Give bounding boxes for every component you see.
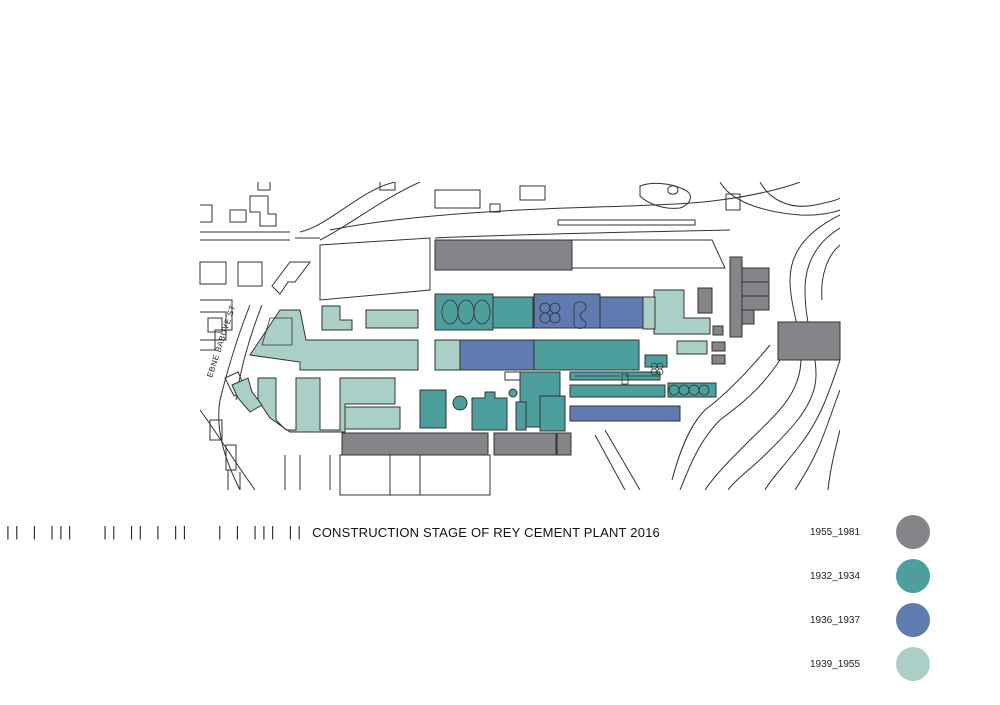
legend-label: 1939_1955 (810, 658, 861, 670)
legend-swatch-blue (896, 603, 930, 637)
legend-item-1939-1955: 1939_1955 (810, 646, 930, 682)
legend-label: 1936_1937 (810, 614, 861, 626)
stage-1955-1981-buildings (341, 239, 841, 456)
legend-swatch-gray (896, 515, 930, 549)
equipment-details (261, 299, 710, 396)
legend-label: 1955_1981 (810, 526, 861, 538)
building-outline (504, 371, 522, 381)
map-title: CONSTRUCTION STAGE OF REY CEMENT PLANT 2… (312, 524, 660, 540)
legend-item-1955-1981: 1955_1981 (810, 514, 930, 550)
building-outline (571, 239, 726, 269)
road-network (199, 182, 801, 490)
legend-swatch-teal (896, 559, 930, 593)
building-outline (389, 454, 421, 496)
legend-swatch-sage (896, 647, 930, 681)
stage-1936-1937-buildings (459, 293, 681, 422)
context-buildings (199, 182, 741, 490)
legend-item-1936-1937: 1936_1937 (810, 602, 930, 638)
plant-boundary-north (319, 237, 431, 301)
legend-item-1932-1934: 1932_1934 (810, 558, 930, 594)
legend-label: 1932_1934 (810, 570, 861, 582)
tick-marks: || | ||| || || | || | | ||| || (4, 524, 305, 540)
river-contours (671, 182, 840, 490)
street-label: EBNE BABUYE ST (205, 304, 237, 379)
title-row: || | ||| || || | || | | ||| || CONSTRUCT… (4, 522, 660, 542)
